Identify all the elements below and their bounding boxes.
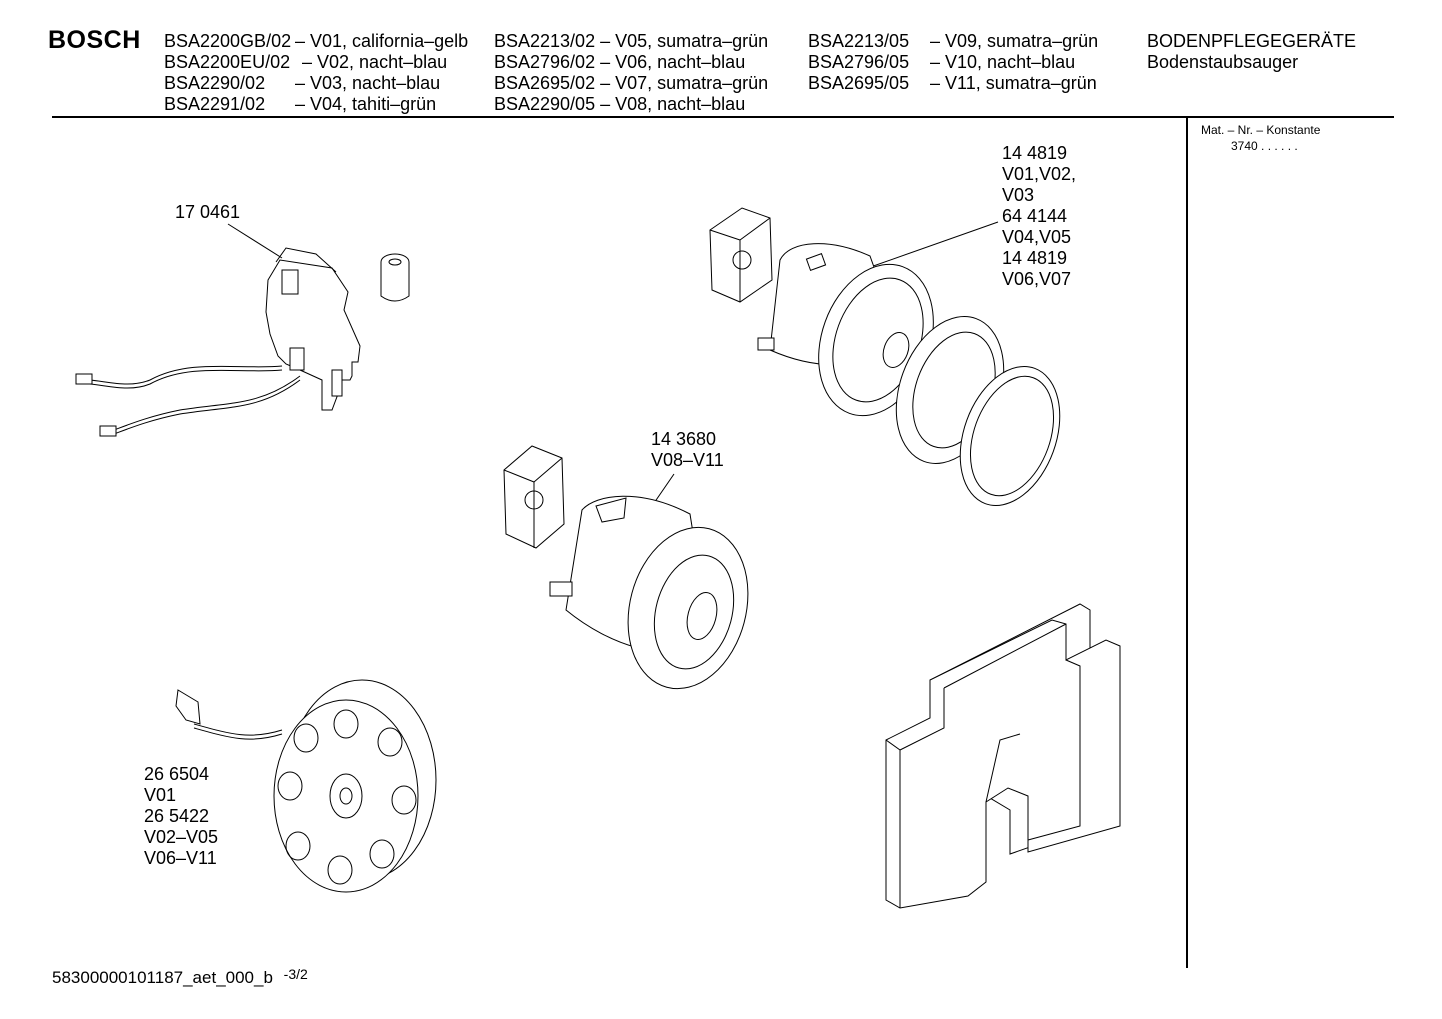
category-title: BODENPFLEGEGERÄTE — [1147, 31, 1357, 51]
mat-nr-label: Mat. – Nr. – Konstante — [1201, 123, 1321, 137]
switch-pcb-plate — [266, 260, 360, 410]
part-number: 14 4819 — [1002, 248, 1068, 268]
part-number: 64 4144 — [1002, 206, 1068, 226]
variant-list-col3: – V09, sumatra–grün – V10, nacht–blau – … — [930, 31, 1098, 94]
part-variant: V01 — [144, 785, 177, 805]
model-item: BSA2695/02 – V07, sumatra–grün — [494, 73, 769, 93]
coil-body — [381, 262, 409, 301]
model-item: BSA2290/02 — [164, 73, 266, 93]
wire-1 — [90, 366, 282, 384]
part-variant: V02–V05 — [144, 827, 219, 847]
part-variant: V03 — [1002, 185, 1035, 205]
motor-small-drawing — [500, 440, 780, 700]
part-label-cable-reel: 26 6504 V01 26 5422 V02–V05 V06–V11 — [144, 764, 218, 869]
variant-item-v01: – V01, california–gelb — [295, 31, 469, 51]
model-item: BSA2213/05 — [808, 31, 910, 51]
switch-relay — [290, 348, 304, 370]
part-label-switch: 17 0461 — [175, 202, 241, 222]
document-id: 58300000101187_aet_000_b — [52, 968, 273, 987]
model-list-col1: BSA2200GB/02 BSA2200EU/02 BSA2290/02 BSA… — [164, 31, 291, 115]
variant-item-v02: – V02, nacht–blau — [302, 52, 448, 72]
brand-logo: BOSCH — [48, 26, 141, 54]
power-cable — [194, 724, 282, 735]
part-number: 14 3680 — [651, 429, 717, 449]
model-item: BSA2200EU/02 — [164, 52, 291, 72]
model-item: BSA2695/05 — [808, 73, 910, 93]
switch-assembly-drawing — [60, 220, 440, 450]
model-item: BSA2796/02 – V06, nacht–blau — [494, 52, 746, 72]
variant-list-col1: – V03, nacht–blau – V04, tahiti–grün — [295, 31, 440, 115]
page-number: -3/2 — [283, 966, 308, 982]
part-variant: V06,V07 — [1002, 269, 1072, 289]
model-item: BSA2213/02 – V05, sumatra–grün — [494, 31, 769, 51]
mounting-bracket — [710, 208, 772, 302]
leader-line — [862, 222, 998, 270]
part-number: 26 5422 — [144, 806, 210, 826]
reel-hub — [330, 774, 362, 818]
document-footer: 58300000101187_aet_000_b -3/2 — [52, 966, 308, 988]
variant-item: – V11, sumatra–grün — [930, 73, 1097, 93]
switch-button — [282, 270, 298, 294]
part-label-motor-large: 14 4819 V01,V02, V03 64 4144 V04,V05 14 … — [1002, 143, 1076, 290]
part-variant: V08–V11 — [651, 450, 724, 470]
model-item: BSA2200GB/02 — [164, 31, 292, 51]
leader-line — [228, 224, 282, 258]
power-plug — [176, 690, 200, 724]
sidebar-divider — [1186, 118, 1188, 968]
header-divider — [52, 116, 1394, 118]
part-number: 26 6504 — [144, 764, 210, 784]
part-label-motor-small: 14 3680 V08–V11 — [651, 429, 724, 471]
part-variant: V01,V02, — [1002, 164, 1077, 184]
variant-item: – V09, sumatra–grün — [930, 31, 1099, 51]
reel-front-disc — [274, 700, 418, 892]
foam-filter-front — [886, 620, 1120, 908]
foam-filter-drawing — [880, 600, 1140, 910]
category-subtitle: Bodenstaubsauger — [1147, 52, 1299, 72]
connector-1 — [76, 374, 92, 384]
part-variant: V06–V11 — [144, 848, 217, 868]
variant-item: – V04, tahiti–grün — [295, 94, 437, 114]
variant-item: – V10, nacht–blau — [930, 52, 1076, 72]
variant-item: – V03, nacht–blau — [295, 73, 441, 93]
part-number: 14 4819 — [1002, 143, 1068, 163]
cable-reel-drawing — [170, 680, 460, 910]
mat-nr-value: 3740 . . . . . . — [1231, 139, 1298, 153]
category-block: BODENPFLEGEGERÄTE Bodenstaubsauger — [1147, 31, 1356, 73]
model-item: BSA2290/05 – V08, nacht–blau — [494, 94, 746, 114]
outer-ring — [942, 353, 1078, 520]
model-item: BSA2291/02 — [164, 94, 266, 114]
connector-2 — [100, 426, 116, 436]
wire-2 — [114, 376, 300, 430]
model-list-col3: BSA2213/05 BSA2796/05 BSA2695/05 — [808, 31, 909, 94]
part-variant: V04,V05 — [1002, 227, 1072, 247]
motor-large-drawing — [700, 190, 1100, 520]
model-list-col2: BSA2213/02 – V05, sumatra–grün BSA2796/0… — [494, 31, 768, 115]
model-item: BSA2796/05 — [808, 52, 910, 72]
